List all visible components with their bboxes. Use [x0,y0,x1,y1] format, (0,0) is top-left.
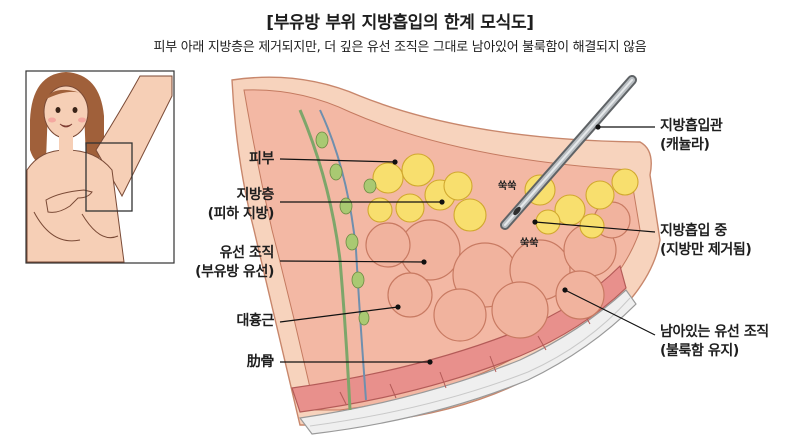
torso [26,149,125,263]
armpit-highlight-box [85,142,133,212]
label-glandular-tissue: 유선 조직 (부유방 유선) [195,245,274,280]
vessel-strand [319,109,367,401]
diagram-title: [부유방 부위 지방흡입의 한계 모식도] [266,13,534,33]
label-remaining-gland: 남아있는 유선 조직 (불룩함 유지) [660,324,769,359]
cannula [500,75,637,230]
label-skin: 피부 [249,151,274,167]
label-fat-layer: 지방층 (피하 지방) [207,187,275,222]
label-rib: 肋骨 [246,354,275,370]
hair [30,72,104,163]
sound-effect-tag: 쑥쑥 [520,238,539,249]
glandular-tissue [365,201,631,342]
cross-section [231,75,661,435]
sound-effect-tag: 쑥쑥 [498,181,517,192]
pectoral-muscle [291,264,627,413]
raised-arm [95,75,173,198]
rib [298,289,637,435]
diagram-subtitle: 피부 아래 지방층은 제거되지만, 더 깊은 유선 조직은 그대로 남아있어 불… [153,40,647,55]
label-cannula: 지방흡입관 (캐뉼라) [660,118,723,153]
label-suction: 지방흡입 중 (지방만 제거됨) [660,223,752,258]
inset-figure [25,70,175,264]
leader-lines [279,124,656,365]
label-pectoral-muscle: 대흉근 [236,313,275,329]
